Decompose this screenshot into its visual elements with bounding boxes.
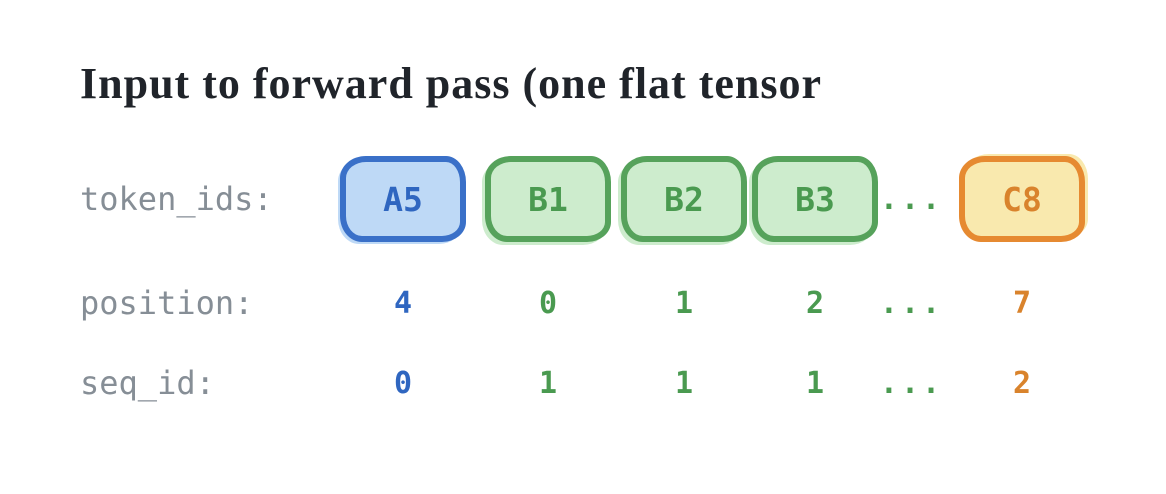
position-label: position: — [80, 284, 254, 322]
token-box-b1: B1 — [485, 156, 611, 242]
diagram-title: Input to forward pass (one flat tensor — [80, 59, 822, 108]
seq-id-label: seq_id: — [80, 364, 215, 402]
token-cell-3: B2 — [621, 155, 747, 243]
token-cell-2: B1 — [485, 155, 611, 243]
token-ellipsis: ... — [879, 181, 944, 217]
seq-id-cell-1: 0 — [340, 365, 466, 401]
position-value-3: 1 — [674, 285, 694, 321]
seq-id-cell-2: 1 — [485, 365, 611, 401]
seq-id-value-3: 1 — [674, 365, 694, 401]
token-box-a5: A5 — [340, 156, 466, 242]
position-cell-6: 7 — [959, 285, 1085, 321]
seq-id-row: seq_id: 0 1 1 1 ... 2 — [80, 364, 1085, 402]
token-cell-6: C8 — [959, 155, 1085, 243]
token-cell-ellipsis: ... — [878, 155, 945, 243]
seq-id-cell-3: 1 — [621, 365, 747, 401]
token-box-b3-label: B3 — [795, 179, 835, 219]
position-value-1: 4 — [393, 285, 413, 321]
seq-id-cell-6: 2 — [959, 365, 1085, 401]
seq-id-ellipsis: ... — [879, 365, 944, 401]
seq-id-value-4: 1 — [805, 365, 825, 401]
seq-id-value-6: 2 — [1012, 365, 1032, 401]
seq-id-cell-4: 1 — [752, 365, 878, 401]
position-ellipsis: ... — [879, 285, 944, 321]
position-cell-ellipsis: ... — [878, 285, 945, 321]
position-value-2: 0 — [538, 285, 558, 321]
position-cell-3: 1 — [621, 285, 747, 321]
position-row: position: 4 0 1 2 ... 7 — [80, 284, 1085, 322]
seq-id-value-2: 1 — [538, 365, 558, 401]
token-box-b1-label: B1 — [528, 179, 568, 219]
position-cell-2: 0 — [485, 285, 611, 321]
token-cell-1: A5 — [340, 155, 466, 243]
seq-id-cell-ellipsis: ... — [878, 365, 945, 401]
position-cell-4: 2 — [752, 285, 878, 321]
token-box-b2-label: B2 — [664, 179, 704, 219]
position-value-6: 7 — [1012, 285, 1032, 321]
token-box-c8: C8 — [959, 156, 1085, 242]
token-cell-4: B3 — [752, 155, 878, 243]
position-cell-1: 4 — [340, 285, 466, 321]
seq-id-value-1: 0 — [393, 365, 413, 401]
position-value-4: 2 — [805, 285, 825, 321]
token-box-b3: B3 — [752, 156, 878, 242]
token-box-c8-label: C8 — [1002, 179, 1042, 219]
token-box-b2: B2 — [621, 156, 747, 242]
token-ids-label: token_ids: — [80, 180, 273, 218]
token-ids-row: token_ids: A5 B1 B2 B3 ... C8 — [80, 155, 1085, 243]
token-box-a5-label: A5 — [383, 179, 423, 219]
